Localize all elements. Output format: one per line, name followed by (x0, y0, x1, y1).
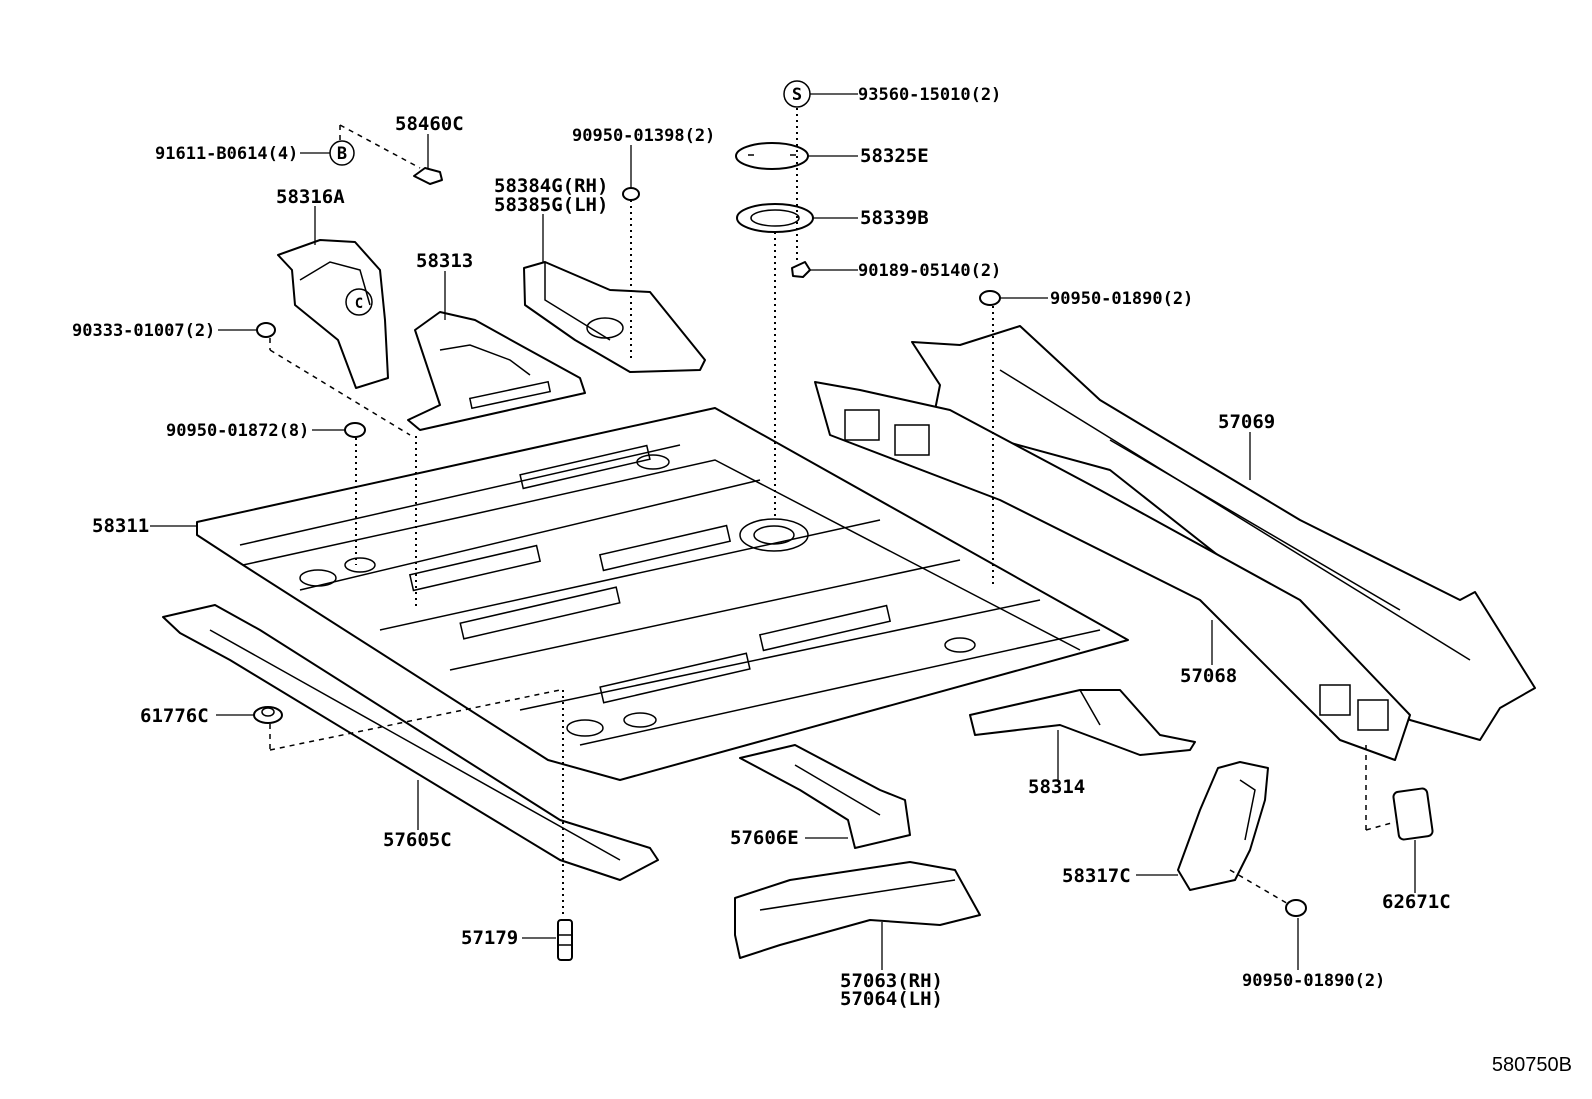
rail-57068 (814, 381, 1411, 761)
label-58339b: 58339B (860, 207, 929, 229)
clip-58460c (413, 167, 443, 185)
label-93560-15010: 93560-15010(2) (858, 85, 1001, 105)
label-90950-01890-top: 90950-01890(2) (1050, 289, 1193, 309)
plug-90950-01890-top (979, 290, 1001, 306)
label-58325e: 58325E (860, 145, 929, 167)
symbol-b-circle: B (329, 140, 355, 166)
part-labels: 91611-B0614(4) 58460C 58316A 90950-01398… (72, 85, 1451, 1010)
diagram-id: 580750B (1491, 1054, 1572, 1076)
bracket-58316a: C (277, 239, 389, 389)
label-90333-01007: 90333-01007(2) (72, 321, 215, 341)
symbol-s-circle: S (783, 80, 811, 108)
seal-58339b (736, 203, 814, 233)
label-61776c: 61776C (140, 705, 209, 727)
label-58384g: 58384G(RH) (494, 175, 608, 197)
label-58385g: 58385G(LH) (494, 194, 608, 216)
label-91611-b0614: 91611-B0614(4) (155, 144, 298, 164)
plug-90950-01890-bot (1285, 899, 1307, 917)
label-58313: 58313 (416, 250, 473, 272)
nut-90189 (791, 261, 811, 278)
label-58460c: 58460C (395, 113, 464, 135)
rocker-57605c (162, 604, 659, 881)
label-90950-01398: 90950-01398(2) (572, 126, 715, 146)
plug-90950-01872 (344, 422, 366, 438)
label-57179: 57179 (461, 927, 518, 949)
member-57606e (739, 744, 911, 849)
symbol-s: S (792, 85, 802, 105)
symbol-b: B (337, 144, 347, 164)
connection-lines (269, 108, 1396, 918)
grommet-61776c (253, 706, 283, 724)
bracket-58317c (1177, 761, 1269, 891)
label-57069: 57069 (1218, 411, 1275, 433)
member-58314 (969, 689, 1196, 756)
bracket-58313 (407, 311, 586, 431)
label-57605c: 57605C (383, 829, 452, 851)
label-90950-01890-bot: 90950-01890(2) (1242, 971, 1385, 991)
stud-57179 (557, 919, 573, 961)
leader-lines (150, 93, 1416, 970)
label-58311: 58311 (92, 515, 149, 537)
plug-62671c (1392, 787, 1434, 841)
label-57063: 57063(RH) (840, 970, 943, 992)
label-57606e: 57606E (730, 827, 799, 849)
label-62671c: 62671C (1382, 891, 1451, 913)
floor-pan-58311 (196, 407, 1129, 781)
label-57068: 57068 (1180, 665, 1237, 687)
label-58316a: 58316A (276, 186, 345, 208)
symbol-c: C (355, 296, 363, 312)
label-57064: 57064(LH) (840, 988, 943, 1010)
plug-90950-01398 (622, 187, 640, 201)
brace-58384g (523, 261, 706, 373)
plug-90333 (256, 322, 276, 338)
label-58314: 58314 (1028, 776, 1085, 798)
label-90189-05140: 90189-05140(2) (858, 261, 1001, 281)
label-58317c: 58317C (1062, 865, 1131, 887)
member-57063 (734, 861, 981, 959)
label-90950-01872: 90950-01872(8) (166, 421, 309, 441)
